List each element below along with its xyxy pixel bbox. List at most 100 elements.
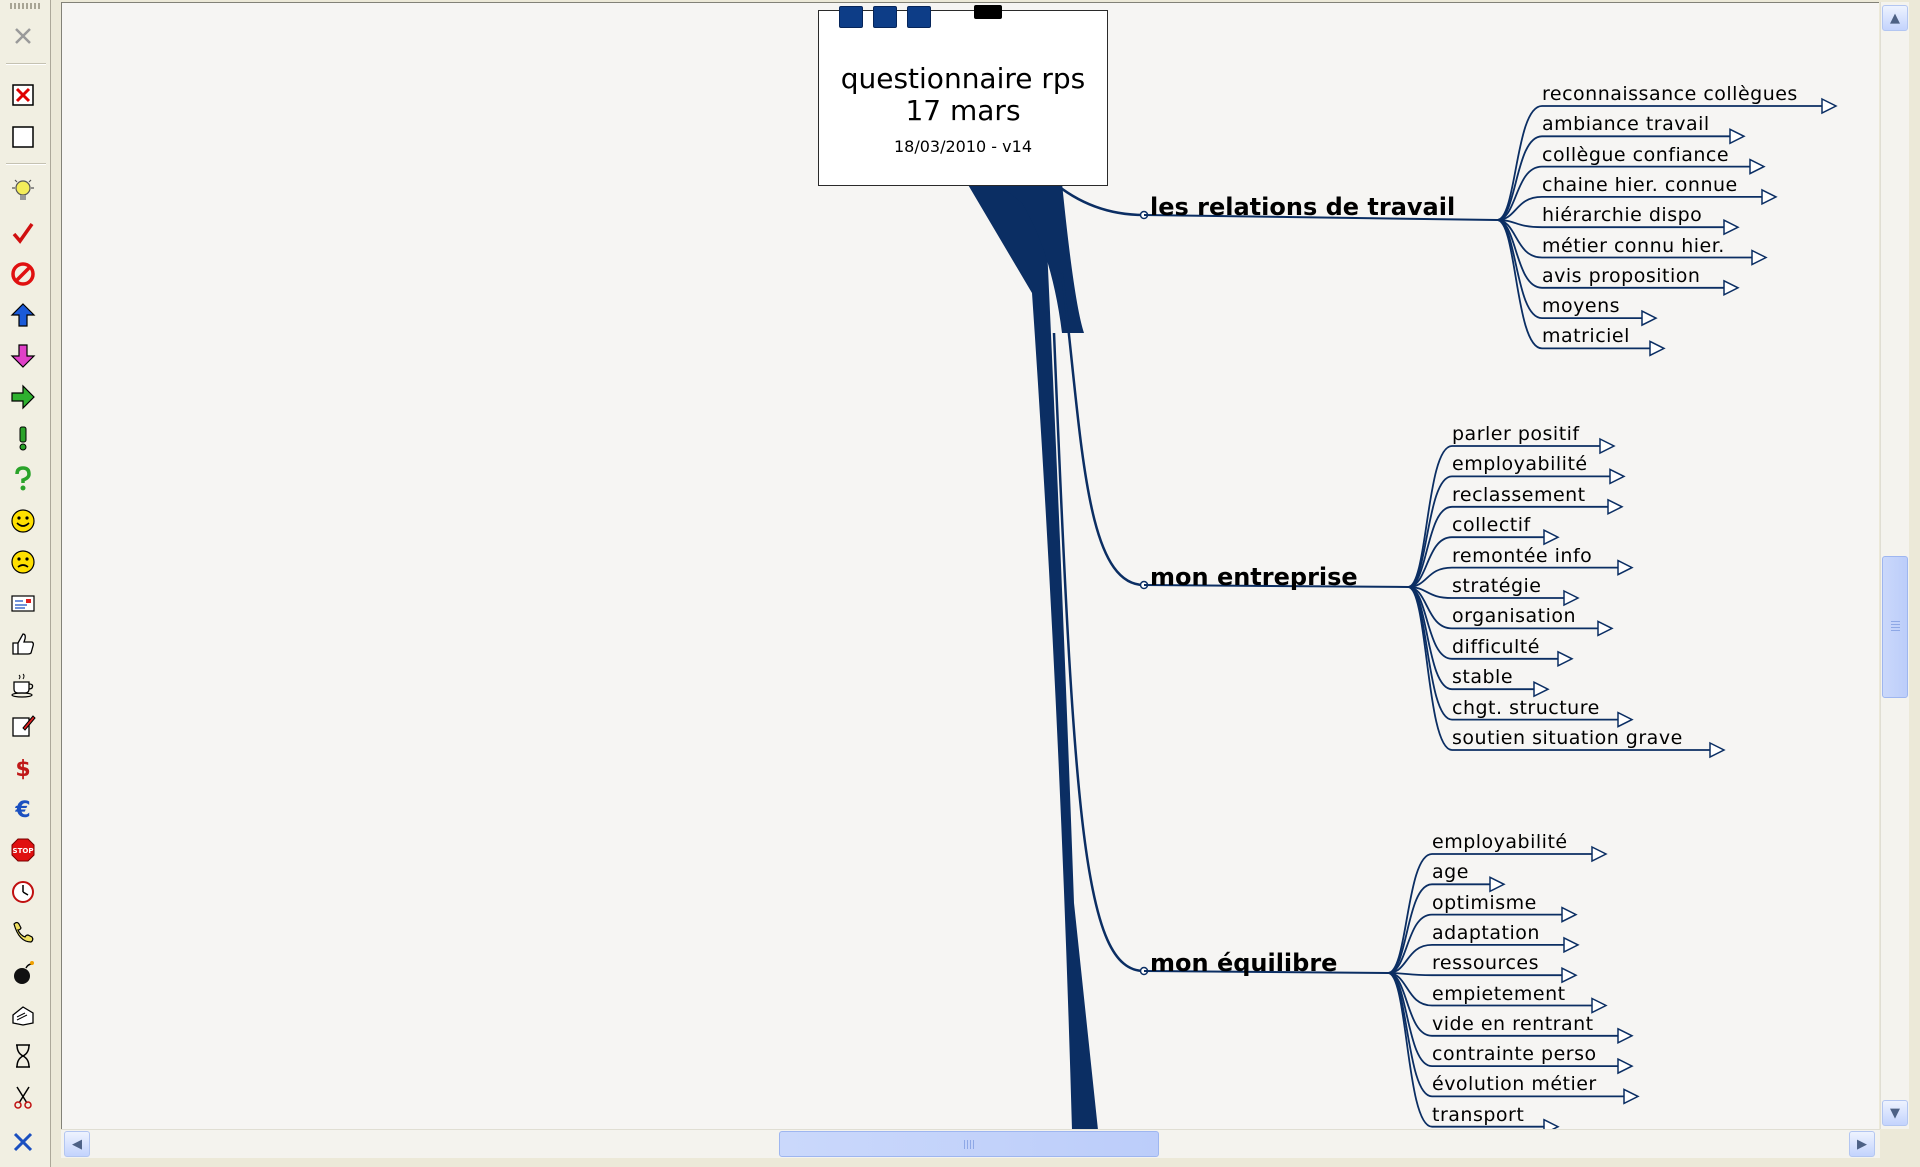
- arrow-down-icon[interactable]: [8, 341, 38, 371]
- leaf-connector: [1496, 219, 1650, 350]
- leaf-connector: [1496, 196, 1762, 221]
- idea-icon[interactable]: [8, 176, 38, 206]
- leaf-arrow-icon: [1543, 528, 1560, 546]
- mindmap-canvas[interactable]: questionnaire rps 17 mars 18/03/2010 - v…: [61, 2, 1879, 1130]
- leaf-label[interactable]: hiérarchie dispo: [1542, 204, 1703, 227]
- leaf-connector: [1387, 944, 1564, 974]
- leaf-connector: [1407, 505, 1608, 588]
- branch-connector: [1051, 180, 1145, 217]
- leaf-label[interactable]: ressources: [1432, 952, 1539, 975]
- connector-layer: [967, 97, 1838, 1130]
- leaf-connector: [1387, 853, 1592, 974]
- leaf-label[interactable]: transport: [1432, 1103, 1525, 1126]
- horizontal-scrollbar[interactable]: ◀ ▶: [61, 1129, 1880, 1158]
- leaf-label[interactable]: évolution métier: [1432, 1073, 1597, 1096]
- bomb-icon[interactable]: [8, 958, 38, 988]
- vertical-scrollbar[interactable]: ▲ ▼: [1880, 2, 1909, 1129]
- leaf-label[interactable]: stable: [1452, 666, 1514, 689]
- dollar-icon[interactable]: $: [8, 753, 38, 783]
- scroll-left-button[interactable]: ◀: [64, 1131, 90, 1157]
- root-node[interactable]: questionnaire rps 17 mars 18/03/2010 - v…: [818, 5, 1108, 186]
- arrow-up-icon[interactable]: [8, 300, 38, 330]
- coffee-icon[interactable]: [8, 670, 38, 700]
- leaf-connector: [1387, 972, 1544, 1128]
- icon-toolbar: $ € STOP: [0, 0, 51, 1167]
- root-subtitle: 18/03/2010 - v14: [894, 137, 1032, 156]
- leaf-label[interactable]: age: [1432, 861, 1469, 884]
- leaf-label[interactable]: parler positif: [1452, 423, 1580, 445]
- branch-connector: [1060, 272, 1145, 587]
- scroll-down-button[interactable]: ▼: [1882, 1100, 1908, 1126]
- sad-face-icon[interactable]: [8, 547, 38, 577]
- leaf-label[interactable]: organisation: [1452, 605, 1577, 628]
- scrollbar-corner: [1880, 1129, 1908, 1157]
- leaf-label[interactable]: reclassement: [1452, 483, 1586, 506]
- leaf-label[interactable]: employabilité: [1432, 831, 1568, 853]
- cross-icon[interactable]: [8, 1127, 38, 1157]
- leaf-label[interactable]: métier connu hier.: [1542, 234, 1725, 257]
- leaf-label[interactable]: moyens: [1542, 295, 1621, 318]
- branch-label[interactable]: mon équilibre: [1150, 949, 1338, 977]
- leaf-connector: [1407, 475, 1610, 588]
- exclamation-icon[interactable]: [8, 423, 38, 453]
- vertical-scroll-thumb[interactable]: [1882, 556, 1908, 698]
- leaf-label[interactable]: avis proposition: [1542, 264, 1701, 287]
- forbidden-icon[interactable]: [8, 259, 38, 289]
- leaf-label[interactable]: chgt. structure: [1452, 696, 1600, 719]
- branch-label[interactable]: les relations de travail: [1150, 193, 1456, 221]
- leaf-label[interactable]: difficulté: [1452, 635, 1540, 658]
- leaf-label[interactable]: ambiance travail: [1542, 113, 1710, 136]
- leaf-arrow-icon: [1749, 158, 1766, 175]
- euro-icon[interactable]: €: [8, 794, 38, 824]
- check-icon[interactable]: [8, 218, 38, 248]
- arrow-right-icon[interactable]: [8, 382, 38, 412]
- leaf-label[interactable]: chaine hier. connue: [1542, 173, 1738, 196]
- leaf-label[interactable]: contrainte perso: [1432, 1043, 1597, 1066]
- leaf-label[interactable]: reconnaissance collègues: [1542, 83, 1798, 105]
- branch-label[interactable]: mon entreprise: [1150, 563, 1358, 591]
- hourglass-icon[interactable]: [8, 1041, 38, 1071]
- toolbar-grip[interactable]: [10, 3, 40, 9]
- leaf-label[interactable]: matriciel: [1542, 325, 1630, 348]
- scroll-right-button[interactable]: ▶: [1849, 1131, 1875, 1157]
- smiley-icon[interactable]: [8, 506, 38, 536]
- leaf-arrow-icon: [1641, 309, 1658, 327]
- leaf-label[interactable]: collègue confiance: [1542, 143, 1730, 166]
- leaf-label[interactable]: employabilité: [1452, 453, 1588, 476]
- fax-icon[interactable]: [8, 1000, 38, 1030]
- question-icon[interactable]: [8, 464, 38, 494]
- root-tab-marker: [907, 6, 931, 28]
- leaf-label[interactable]: adaptation: [1432, 921, 1540, 944]
- leaf-arrow-icon: [1723, 218, 1740, 236]
- stop-icon[interactable]: STOP: [8, 835, 38, 865]
- close-icon[interactable]: [8, 21, 38, 51]
- thumbs-up-icon[interactable]: [8, 629, 38, 659]
- leaf-connector: [1496, 135, 1730, 221]
- scissors-icon[interactable]: [8, 1082, 38, 1112]
- scroll-up-button[interactable]: ▲: [1882, 5, 1908, 31]
- branch-underline: [1143, 584, 1409, 588]
- leaf-label[interactable]: optimisme: [1432, 891, 1537, 914]
- leaf-label[interactable]: soutien situation grave: [1452, 727, 1683, 749]
- remove-icon[interactable]: [8, 80, 38, 110]
- leaf-arrow-icon: [1617, 1057, 1634, 1075]
- card-icon[interactable]: [8, 588, 38, 618]
- leaf-arrow-icon: [1591, 997, 1608, 1014]
- leaf-arrow-icon: [1557, 650, 1574, 668]
- horizontal-scroll-thumb[interactable]: [779, 1131, 1159, 1157]
- root-tab-marker: [974, 5, 1002, 19]
- leaf-label[interactable]: collectif: [1452, 514, 1531, 537]
- leaf-label[interactable]: stratégie: [1452, 575, 1542, 597]
- phone-icon[interactable]: [8, 917, 38, 947]
- leaf-label[interactable]: empietement: [1432, 982, 1566, 1005]
- leaf-label[interactable]: vide en rentrant: [1432, 1012, 1594, 1035]
- edit-icon[interactable]: [8, 711, 38, 741]
- svg-text:$: $: [15, 757, 30, 782]
- leaf-connector: [1407, 536, 1544, 588]
- leaf-connector: [1496, 165, 1750, 221]
- branch-underline: [1143, 970, 1389, 974]
- leaf-label[interactable]: remontée info: [1452, 544, 1593, 567]
- root-trunk: [997, 183, 1084, 333]
- blank-icon[interactable]: [8, 122, 38, 152]
- clock-icon[interactable]: [8, 876, 38, 906]
